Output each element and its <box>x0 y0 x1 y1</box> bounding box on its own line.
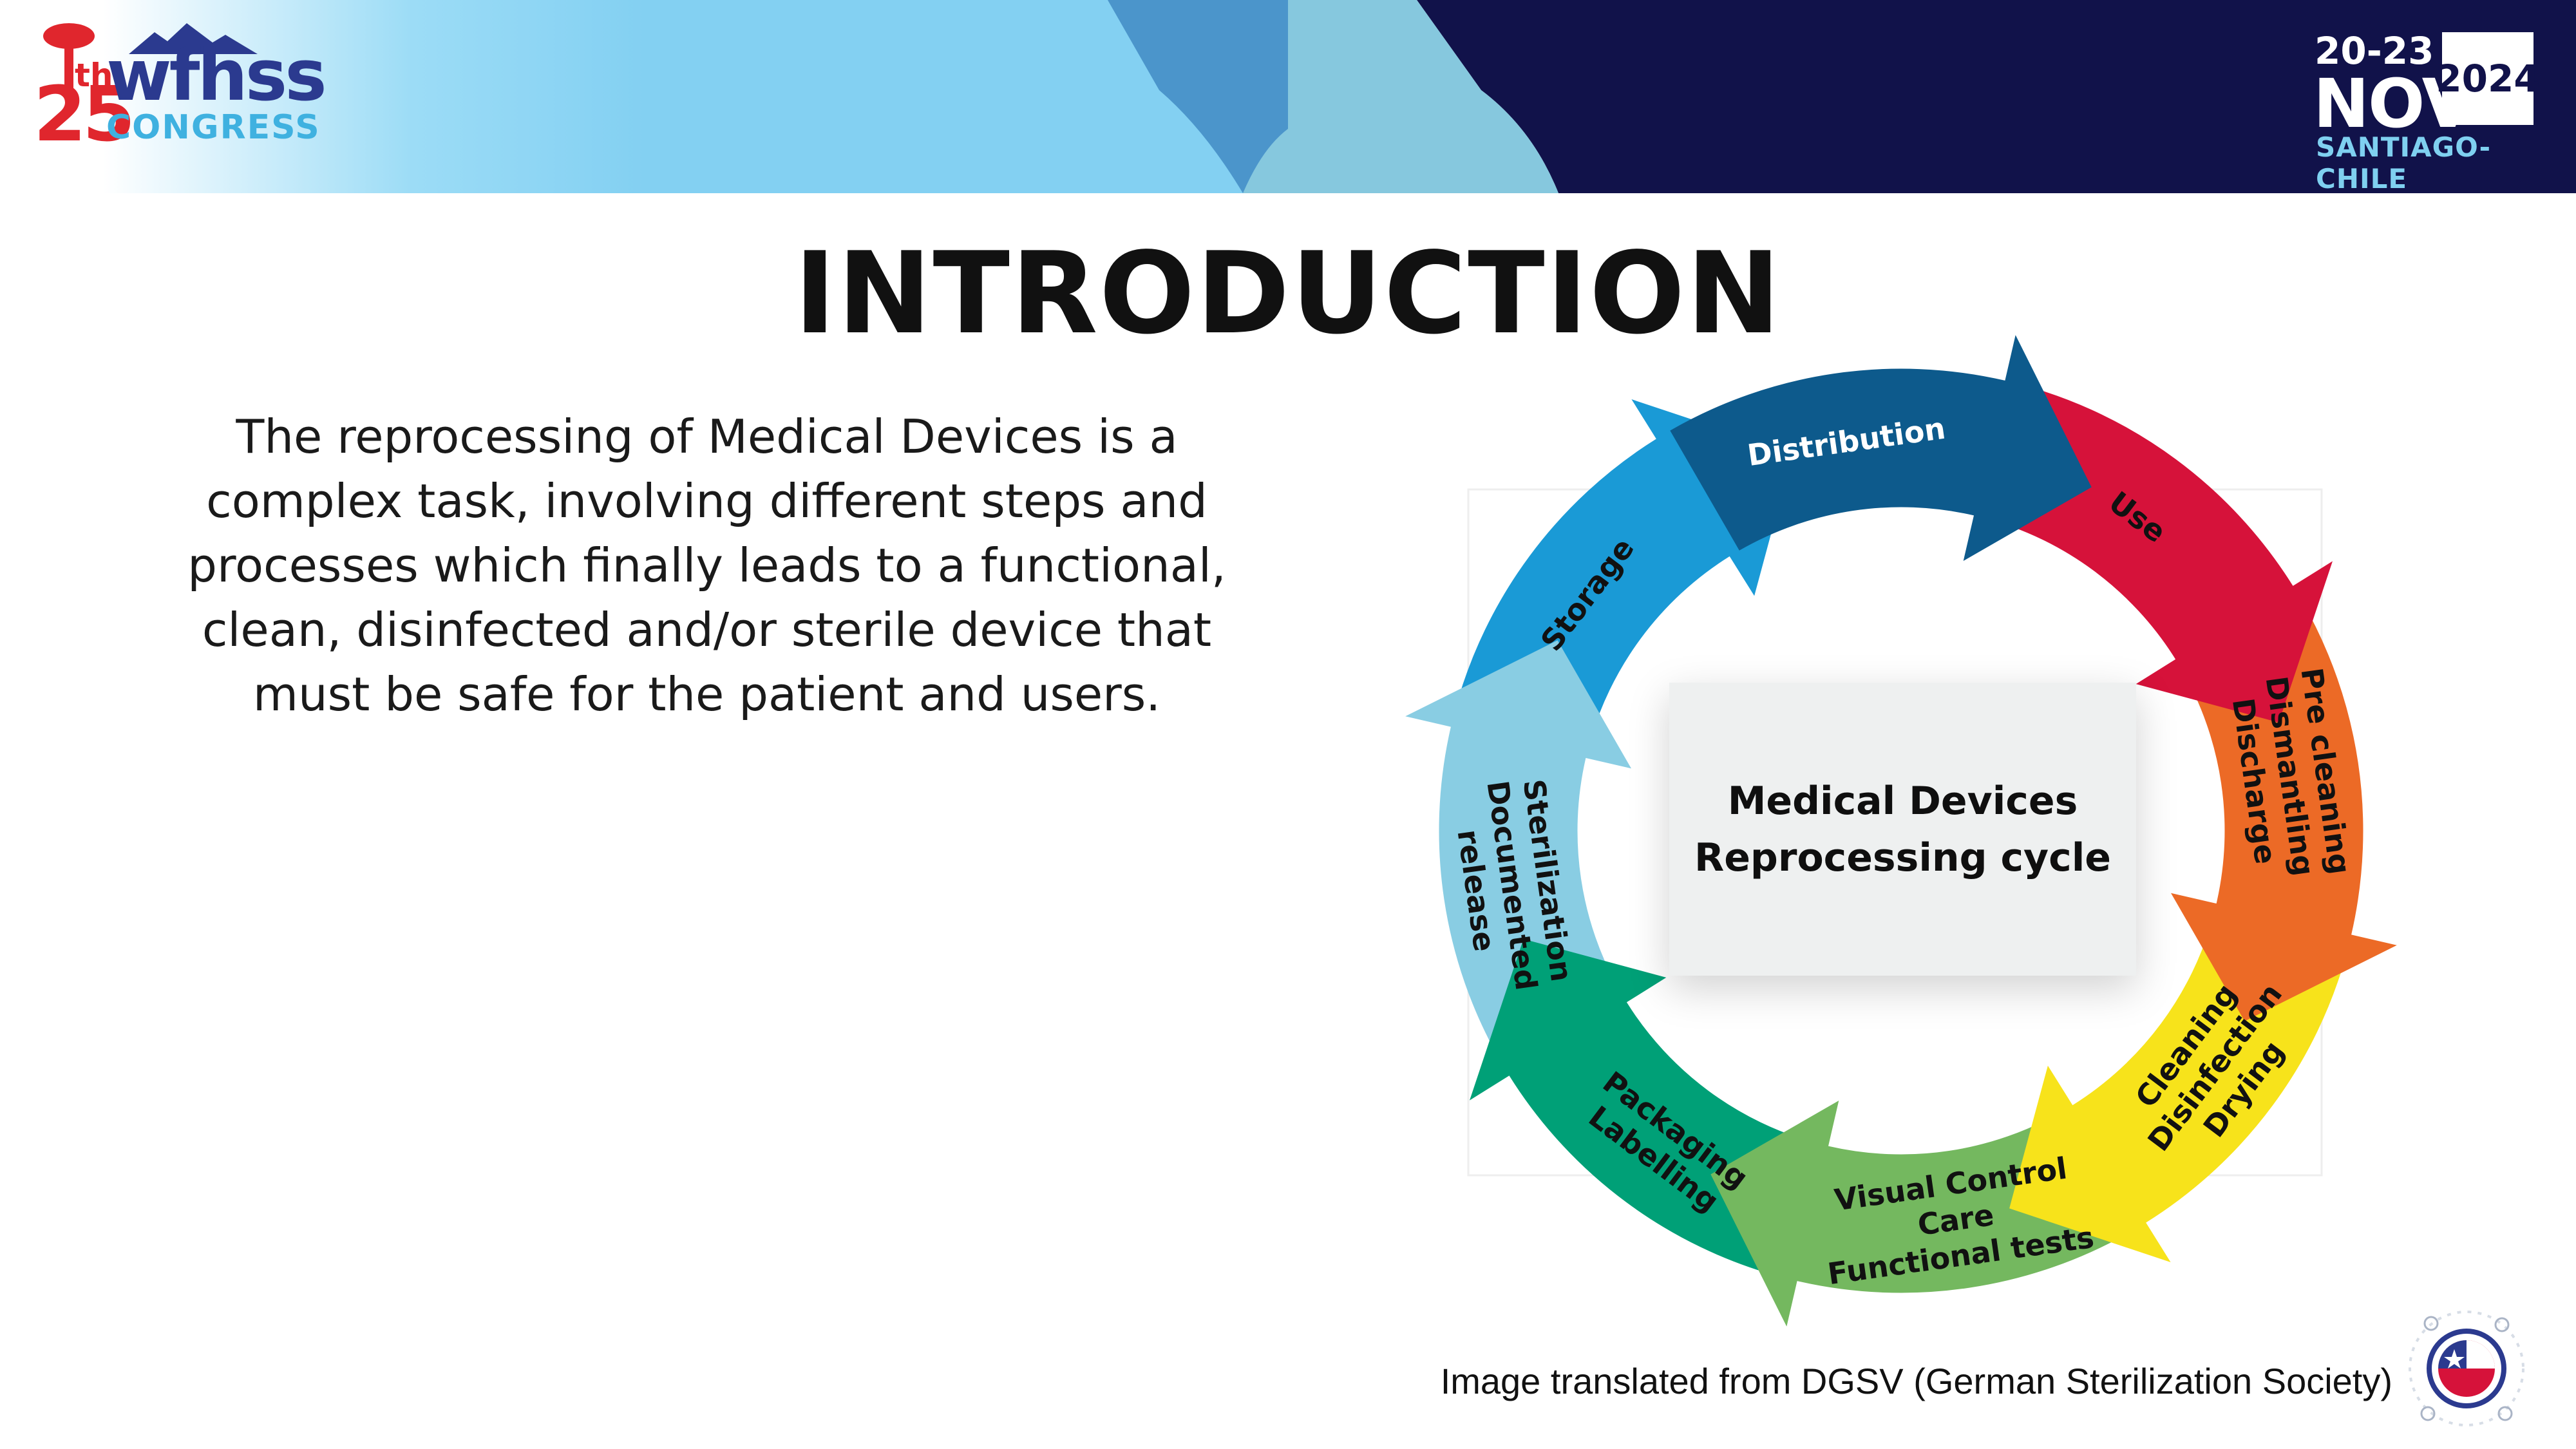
logo-name: wfhss <box>106 34 327 117</box>
mountain-icon <box>129 23 258 54</box>
page-title: INTRODUCTION <box>794 229 1782 359</box>
date-days: 20-23 <box>2315 29 2434 73</box>
tree-icon <box>43 23 95 93</box>
cycle-center-box: Medical Devices Reprocessing cycle <box>1669 683 2136 976</box>
cycle-center-line-2: Reprocessing cycle <box>1694 835 2111 880</box>
logo-number: 25 <box>33 70 135 158</box>
logo-congress: CONGRESS <box>106 108 321 147</box>
image-credit-caption: Image translated from DGSV (German Steri… <box>1440 1361 2392 1401</box>
event-date: 20-23 NOV 2024 SANTIAGO-CHILE <box>2313 28 2540 194</box>
cycle-center-line-1: Medical Devices <box>1727 778 2078 824</box>
cycle-arrow-distribution <box>1670 335 2092 561</box>
logo-ordinal: th <box>75 57 113 94</box>
chile-flag-badge-icon <box>2409 1311 2524 1426</box>
header-banner <box>0 0 2576 193</box>
date-city: SANTIAGO-CHILE <box>2316 131 2492 194</box>
intro-paragraph: The reprocessing of Medical Devices is a… <box>187 410 1226 721</box>
date-year: 2024 <box>2436 32 2540 125</box>
